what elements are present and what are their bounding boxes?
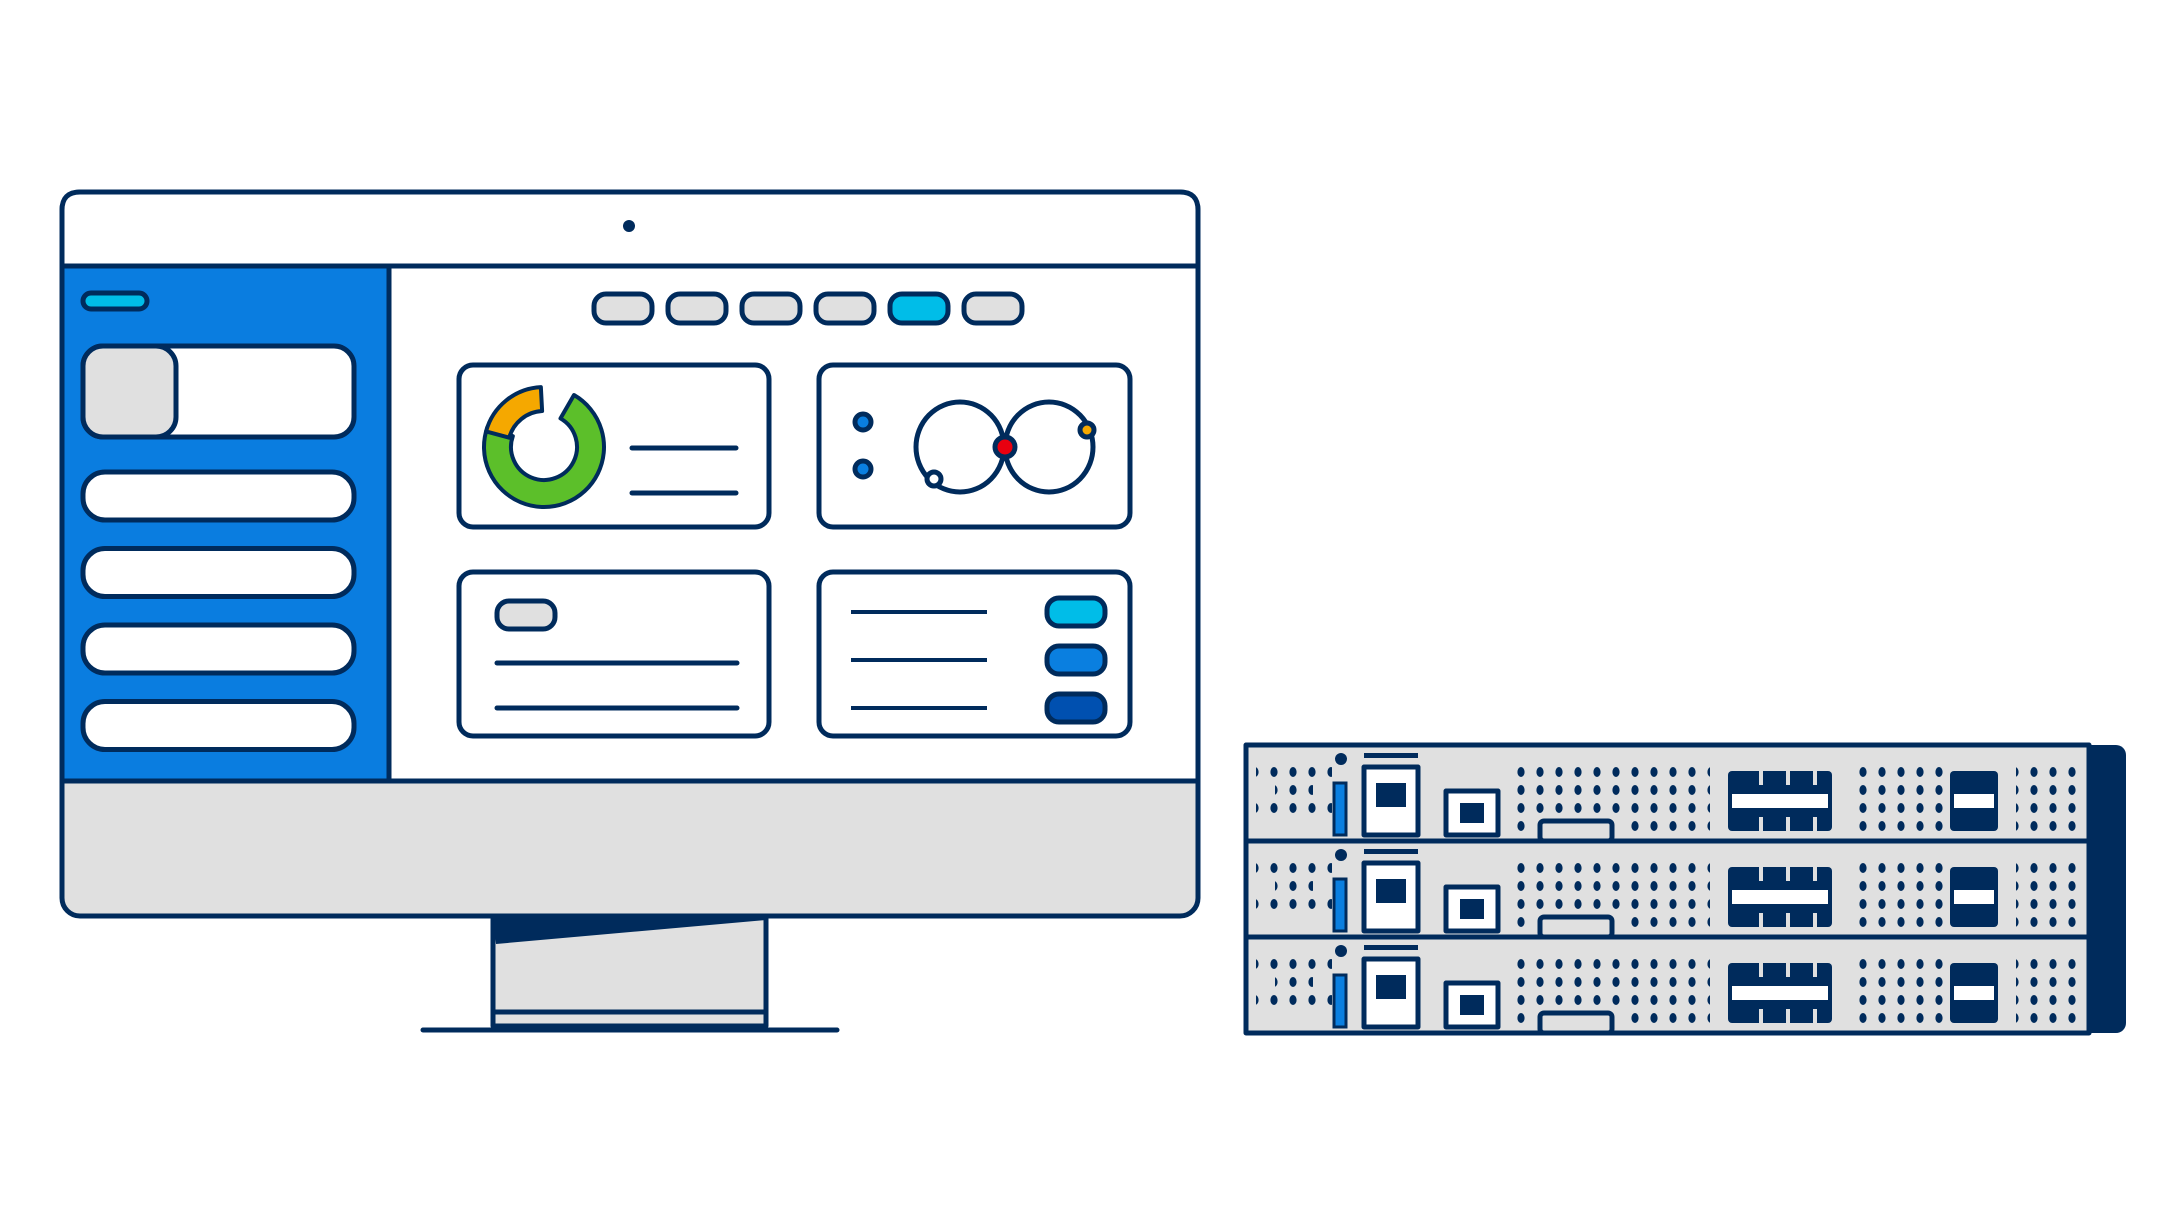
donut-segment-orange [484,385,545,440]
vent-dots [1851,951,1946,1023]
vent-dots [2016,855,2092,927]
card-donut-chart[interactable] [456,362,772,530]
tab-active[interactable] [887,291,951,326]
sidebar-profile-card[interactable] [80,343,357,440]
sidebar-item[interactable] [80,546,357,599]
vent-dots [1256,797,1332,815]
avatar [80,343,179,440]
tab[interactable] [665,291,729,326]
server-rack-icon [1243,742,2126,1036]
ethernet-jack [1376,975,1406,999]
vent-dots [1256,893,1332,911]
tab[interactable] [591,291,655,326]
vent-dots [1511,951,1710,1005]
card-text[interactable] [456,569,772,739]
vent-dots [1256,989,1332,1007]
server-unit [1243,742,2092,844]
vent-dots [1275,875,1313,893]
camera-icon [623,220,635,232]
server-unit [1243,838,2092,940]
slot-tab [1537,1010,1615,1036]
ethernet-jack [1376,879,1406,903]
ethernet-jack [1376,783,1406,807]
vent-dots [1511,759,1710,813]
uplink-port-divider [1954,890,1994,904]
vent-dots [1511,855,1710,909]
tab[interactable] [739,291,803,326]
vent-dots [1511,909,1531,927]
donut-chart-icon [482,385,606,509]
sfp-ports-divider [1732,986,1828,1000]
vent-dots [1256,857,1332,875]
slot-tab [1537,914,1615,940]
server-unit [1243,934,2092,1036]
uplink-port-divider [1954,986,1994,1000]
vent-dots [1511,813,1531,831]
status-toggle[interactable] [1044,691,1108,725]
sidebar-item[interactable] [80,622,357,676]
sidebar-item[interactable] [80,699,357,752]
network-graph-icon [913,399,1097,495]
sidebar-logo-pill [80,290,150,312]
donut-segment-green [482,393,606,509]
status-toggle[interactable] [1044,643,1108,677]
ethernet-port-icon [1361,764,1421,838]
vent-dots [1627,909,1710,927]
sidebar-item[interactable] [80,469,357,523]
sfp-ports-divider [1732,890,1828,904]
monitor-stand [420,913,840,1033]
vent-dots [1275,779,1313,797]
vent-dots [1851,759,1946,831]
status-toggle[interactable] [1044,595,1108,629]
port-label [1364,849,1418,854]
vent-dots [1851,855,1946,927]
usb-port-icon [1332,877,1348,933]
power-led-icon [1335,945,1347,957]
vent-dots [2016,951,2092,1023]
sfp-ports-divider [1732,794,1828,808]
vent-dots [2016,759,2092,831]
tab[interactable] [813,291,877,326]
vent-dots [1256,953,1332,971]
desktop-monitor-icon [59,189,1201,1033]
console-jack [1460,803,1484,823]
port-label [1364,945,1418,950]
usb-port-icon [1332,973,1348,1029]
slot-tab [1537,818,1615,844]
power-led-icon [1335,753,1347,765]
card-status-list[interactable] [816,569,1133,739]
usb-port-icon [1332,781,1348,837]
vent-dots [1511,1005,1531,1023]
uplink-port-divider [1954,794,1994,808]
tab[interactable] [961,291,1025,326]
console-jack [1460,899,1484,919]
card-network-graph[interactable] [816,362,1133,530]
console-jack [1460,995,1484,1015]
power-led-icon [1335,849,1347,861]
port-label [1364,753,1418,758]
vent-dots [1627,813,1710,831]
vent-dots [1256,761,1332,779]
vent-dots [1275,971,1313,989]
vent-dots [1627,1005,1710,1023]
